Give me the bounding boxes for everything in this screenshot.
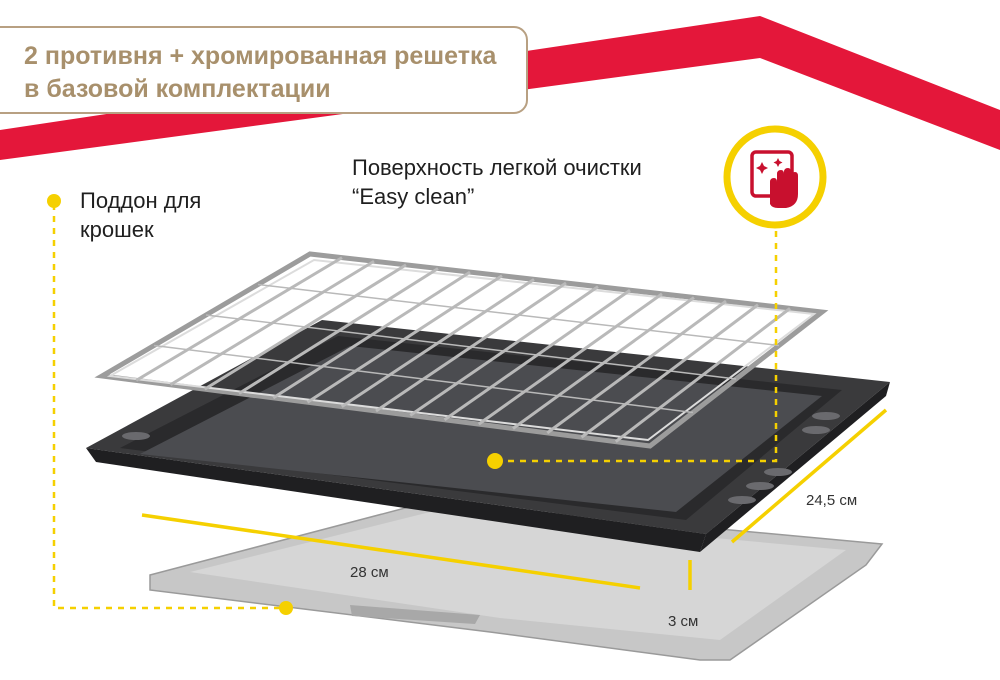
dimension-lines	[141, 408, 888, 590]
crumb-tray-anchor-dot	[279, 601, 293, 615]
easy-clean-label-line-2: “Easy clean”	[352, 184, 475, 209]
easy-clean-hand-icon	[722, 124, 828, 230]
header-line-1: 2 противня + хромированная решетка	[24, 42, 497, 70]
crumb-tray-label-line-2: крошек	[80, 217, 154, 242]
crumb-tray	[149, 501, 884, 661]
rack-crossbar	[205, 314, 737, 380]
crumb-tray-label-line-1: Поддон для	[80, 188, 202, 213]
dimension-height-label: 3 см	[668, 613, 699, 630]
rack-crossbar	[257, 283, 780, 347]
callout-leaders	[52, 204, 778, 610]
header-line-2: в базовой комплектации	[24, 75, 331, 103]
chrome-wire-rack	[94, 251, 829, 449]
dimension-width-label: 28 см	[350, 564, 389, 581]
rack-crossbar	[153, 344, 694, 414]
header-title-box: 2 противня + хромированная решетка в баз…	[0, 26, 528, 114]
dimension-depth-label: 24,5 см	[806, 492, 858, 509]
crumb-tray-dot	[47, 194, 61, 208]
easy-clean-label-line-1: Поверхность легкой очистки	[352, 155, 642, 180]
easy-clean-anchor-dot	[487, 453, 503, 469]
